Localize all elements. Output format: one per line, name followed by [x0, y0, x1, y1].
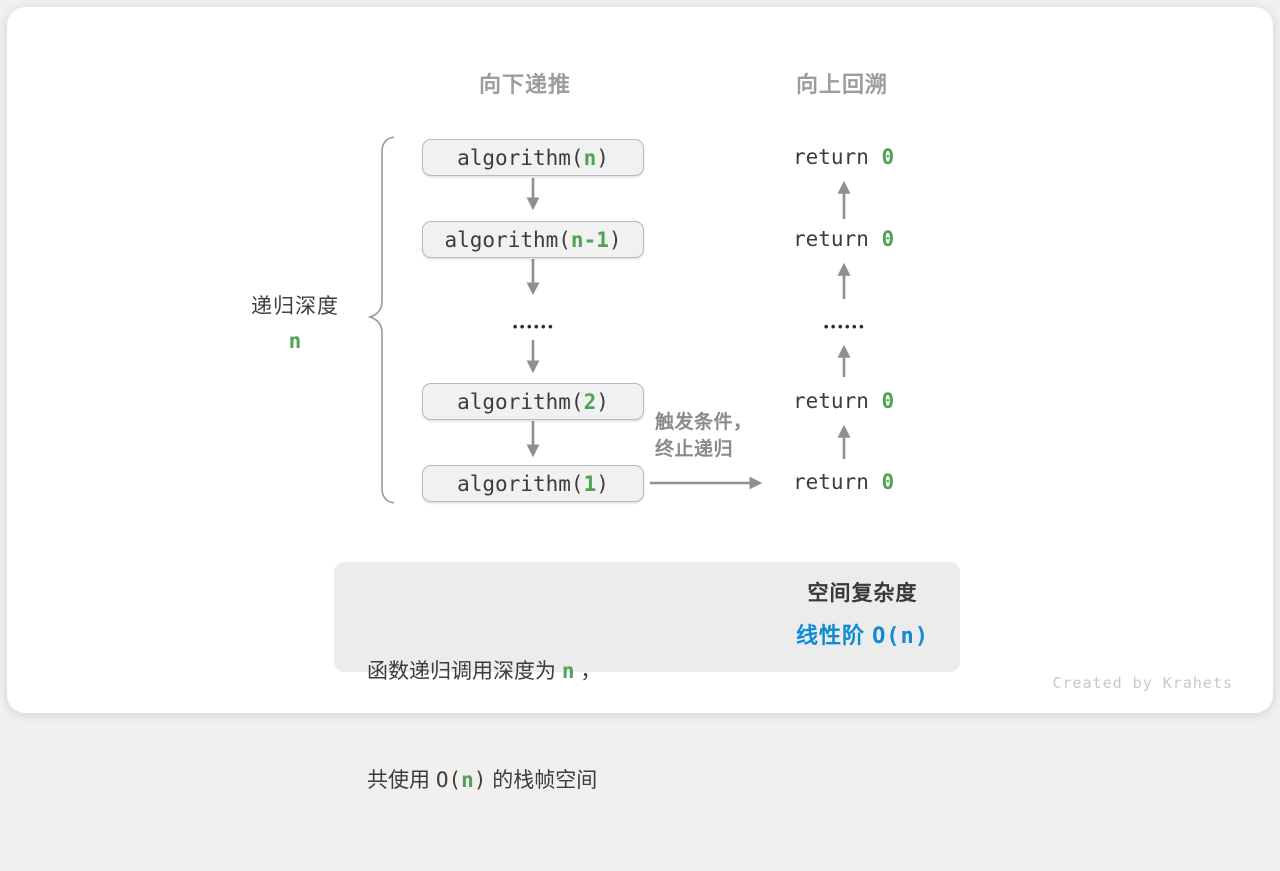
return-statement: return 0	[793, 389, 895, 413]
return-statement: return 0	[793, 470, 895, 494]
depth-value: n	[288, 329, 302, 353]
base-case-note-line1: 触发条件，	[655, 412, 753, 433]
complexity-result-title: 空间复杂度	[807, 582, 918, 605]
call-box-1: algorithm(1)	[422, 465, 644, 502]
summary-line2: 共使用 O(n) 的栈帧空间	[367, 768, 598, 792]
column-header-upward-backtrack: 向上回溯	[795, 72, 889, 97]
recursion-depth-label: 递归深度 n	[244, 290, 346, 353]
call-box-2: algorithm(2)	[422, 383, 644, 420]
call-box-n-1: algorithm(n-1)	[422, 221, 644, 258]
complexity-result-value: 线性阶 O(n)	[795, 623, 930, 649]
depth-label-text: 递归深度	[251, 295, 339, 318]
depth-brace	[367, 136, 395, 504]
return-statement: return 0	[793, 145, 895, 169]
ellipsis-dots: ••••••	[823, 319, 867, 334]
summary-statement: 函数递归调用深度为 n ， 共使用 O(n) 的栈帧空间	[367, 581, 601, 871]
diagram-canvas: 向下递推 向上回溯 递归深度 n	[7, 7, 1273, 792]
credit-text: Created by Krahets	[1052, 674, 1233, 692]
summary-line1: 函数递归调用深度为 n ，	[367, 659, 602, 683]
column-header-downward-recursion: 向下递推	[478, 72, 572, 97]
base-case-note: 触发条件， 终止递归	[655, 409, 753, 463]
return-statement: return 0	[793, 227, 895, 251]
complexity-result: 空间复杂度 线性阶 O(n)	[765, 577, 960, 650]
base-case-note-line2: 终止递归	[655, 439, 734, 460]
call-box-n: algorithm(n)	[422, 139, 644, 176]
ellipsis-dots: ••••••	[512, 319, 556, 334]
